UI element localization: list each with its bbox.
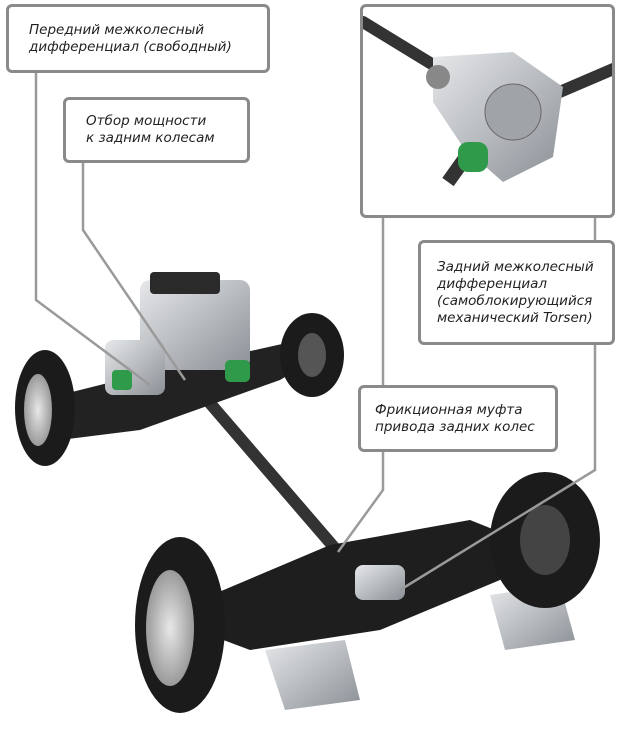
front-subframe	[40, 340, 330, 440]
label-front-differential: Передний межколесный дифференциал (свобо…	[6, 4, 270, 73]
rear-diff-housing	[355, 565, 405, 600]
label-text: механический Torsen)	[437, 309, 593, 326]
front-left-wheel	[15, 350, 75, 466]
label-text: Отбор мощности	[86, 113, 207, 129]
rear-diff-closeup-image	[363, 16, 612, 187]
label-text: Задний межколесный	[437, 258, 594, 275]
label-text: Фрикционная муфта	[375, 401, 523, 418]
rear-diff-closeup	[360, 4, 615, 218]
drive-shaft	[184, 374, 351, 566]
label-text: Передний межколесный	[29, 21, 205, 38]
label-power-takeoff: Отбор мощности к задним колесам	[63, 97, 250, 163]
muffler-left	[265, 640, 360, 710]
label-text: к задним колесам	[86, 130, 215, 146]
label-text: (самоблокирующийся	[437, 292, 593, 309]
engine	[105, 272, 250, 395]
label-friction-clutch: Фрикционная муфта привода задних колес	[358, 385, 558, 452]
label-text: дифференциал	[437, 275, 548, 292]
label-text: привода задних колес	[375, 418, 535, 435]
rear-right-wheel	[490, 472, 600, 608]
front-right-wheel	[280, 313, 344, 397]
label-rear-differential: Задний межколесный дифференциал (самобло…	[418, 240, 615, 345]
label-text: дифференциал (свободный)	[29, 38, 232, 55]
rear-left-wheel	[135, 537, 225, 713]
